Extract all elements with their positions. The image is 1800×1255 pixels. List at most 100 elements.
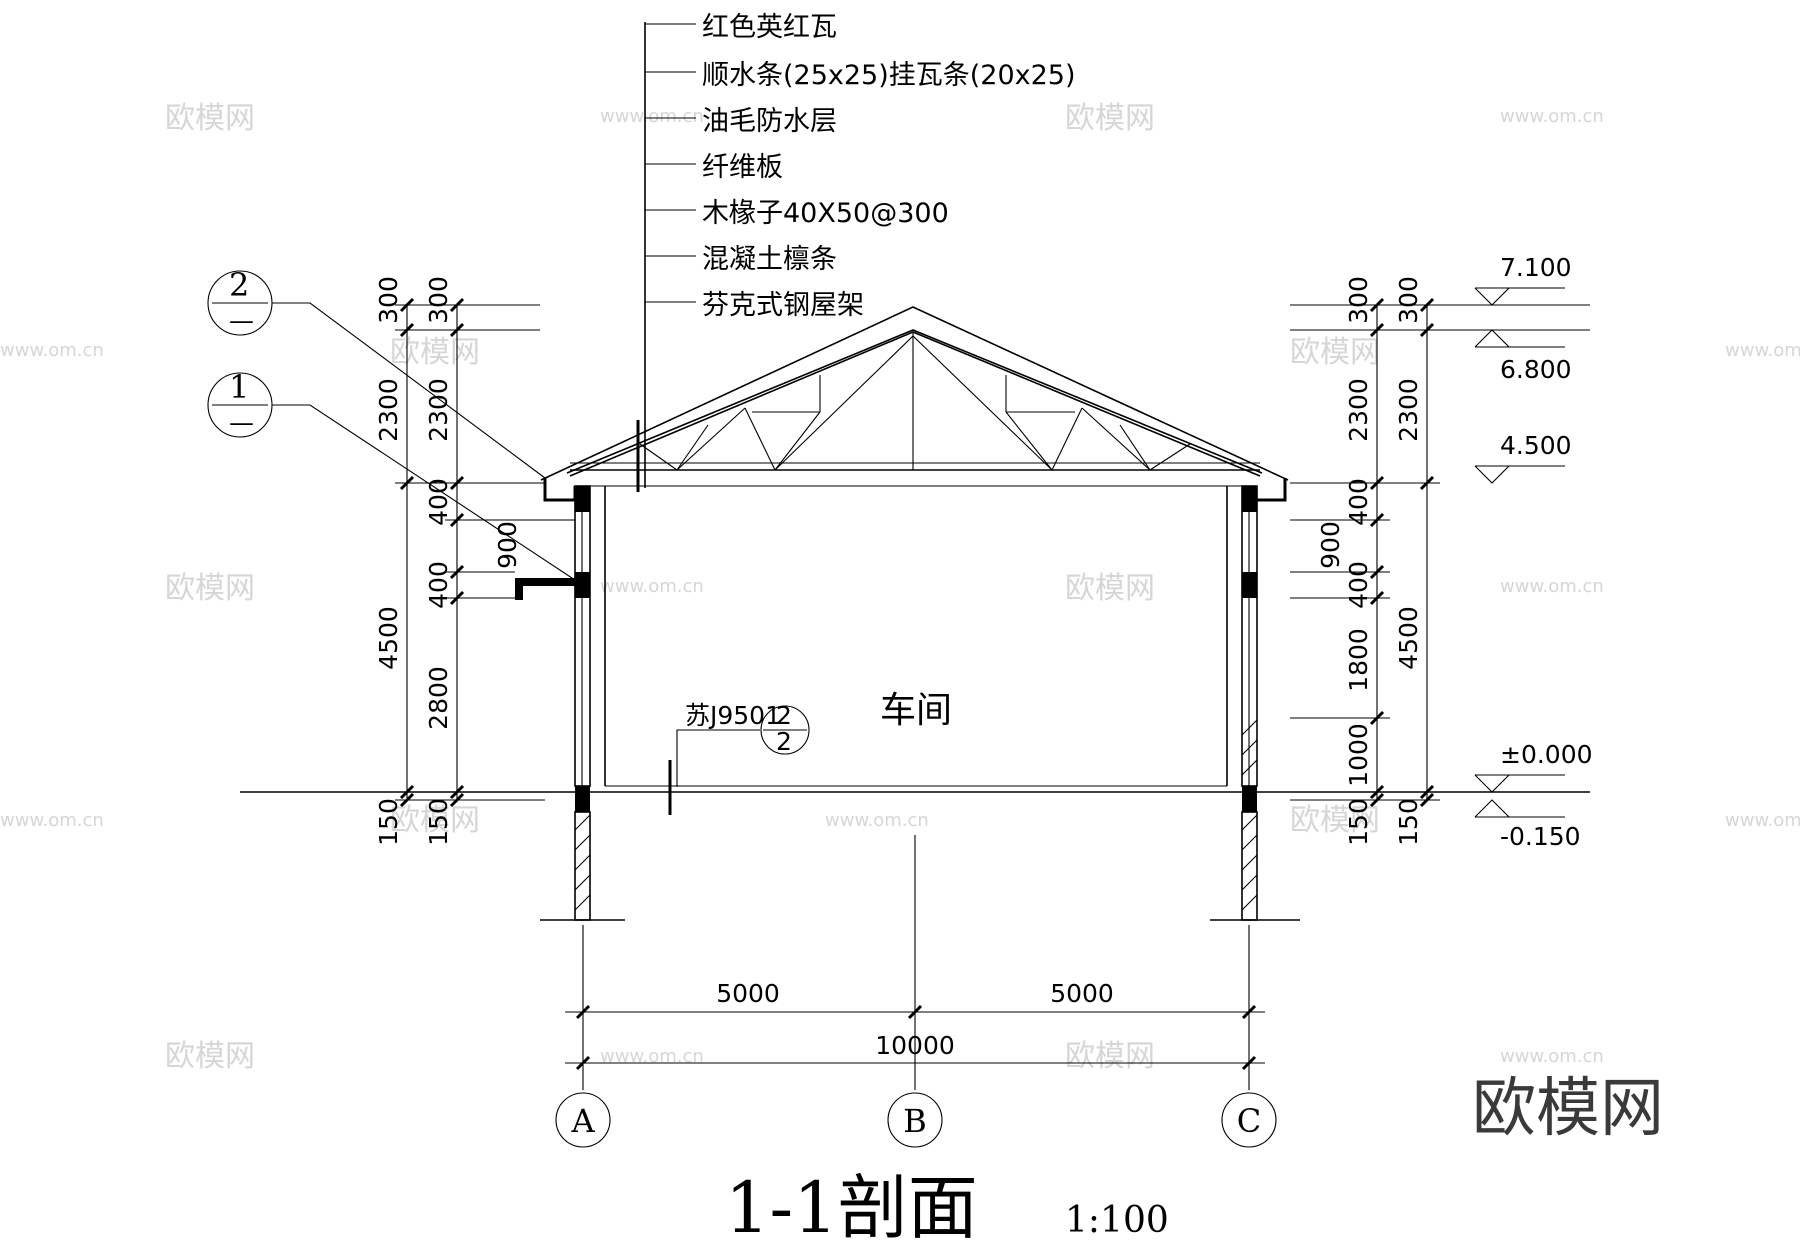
axis-label-b: B	[903, 1102, 927, 1140]
watermark-text: 欧模网	[165, 1039, 255, 1074]
dim-right-inner-8: 150	[1344, 798, 1373, 846]
roof-layer-1: 红色英红瓦	[702, 12, 837, 43]
elevation-marks: 7.100 6.800 4.500 ±0.000 -0.150	[1440, 253, 1593, 851]
axis-bubble-c	[1221, 1092, 1277, 1148]
left-ring-beam	[575, 486, 590, 512]
watermark-url: www.om.cn	[1500, 106, 1604, 127]
watermark-text: 欧模网	[390, 803, 480, 838]
axis-label-c: C	[1237, 1102, 1261, 1140]
axis-label-a: A	[570, 1102, 595, 1140]
watermark-text: 欧模网	[165, 101, 255, 136]
dim-right-inner-1: 300	[1344, 276, 1373, 324]
roof-layer-notes: 红色英红瓦 顺水条(25x25)挂瓦条(20x25) 油毛防水层 纤维板 木椽子…	[645, 12, 1076, 321]
dim-left-inner-3: 400	[424, 478, 453, 526]
site-logo: 欧模网	[1472, 1072, 1664, 1146]
watermark-url: www.om.cn	[825, 810, 929, 831]
roof-layer-5: 木椽子40X50@300	[702, 198, 949, 229]
watermark-url: www.om.cn	[1725, 340, 1800, 361]
roof-layer-4: 纤维板	[702, 152, 783, 183]
detail-ref-num: 2	[776, 701, 792, 730]
dim-right-inner-7: 1000	[1344, 723, 1373, 787]
roof-layer-2: 顺水条(25x25)挂瓦条(20x25)	[702, 60, 1076, 91]
left-dimensions: 300 2300 4500 150 300 2300 400 900 400 2…	[374, 276, 575, 846]
watermark-text: 欧模网	[165, 571, 255, 606]
dim-left-outer-2: 2300	[374, 378, 403, 442]
section-marks: 2 — 1 —	[207, 266, 576, 581]
roof-layer-6: 混凝土檩条	[702, 244, 837, 275]
dim-right-outer-4: 150	[1394, 798, 1423, 846]
watermark-url: www.om.cn	[600, 576, 704, 597]
axis-bubble-a	[555, 1092, 611, 1148]
truss-webs	[639, 332, 1191, 471]
watermark-text: 欧模网	[1290, 335, 1380, 370]
roof-inner-line	[566, 329, 1263, 474]
right-ring-beam	[1242, 486, 1257, 512]
dim-bottom-total: 10000	[875, 1031, 955, 1060]
right-dimensions: 300 2300 400 900 400 1800 1000 150 300 2…	[1290, 276, 1440, 846]
dim-right-inner-4: 900	[1316, 521, 1345, 569]
dim-right-inner-2: 2300	[1344, 378, 1373, 442]
left-ground-beam	[575, 786, 590, 812]
dim-left-outer-3: 4500	[374, 606, 403, 670]
watermark-url: www.om.cn	[600, 1046, 704, 1067]
elevation-7100: 7.100	[1500, 253, 1572, 282]
detail-ref-sheet: 2	[776, 727, 792, 756]
detail-mark-1-num: 1	[229, 368, 249, 406]
drawing-scale: 1:100	[1065, 1200, 1169, 1241]
room-label: 车间	[880, 690, 952, 731]
elevation-4500: 4.500	[1500, 431, 1572, 460]
detail-mark-2-num: 2	[229, 266, 249, 304]
dim-right-outer-3: 4500	[1394, 606, 1423, 670]
dim-bottom-2: 5000	[1050, 979, 1114, 1008]
dim-left-outer-4: 150	[374, 798, 403, 846]
truss-top-chord	[569, 331, 1261, 477]
roof-outer-line	[540, 306, 1289, 481]
elevation-0000: ±0.000	[1500, 740, 1593, 769]
watermark-text: 欧模网	[1065, 1039, 1155, 1074]
dim-left-inner-7: 150	[424, 798, 453, 846]
dim-bottom-1: 5000	[716, 979, 780, 1008]
detail-mark-2-sheet: —	[229, 306, 254, 335]
dim-left-inner-1: 300	[424, 276, 453, 324]
dim-left-inner-4: 900	[493, 521, 522, 569]
watermarks: 欧模网 欧模网 欧模网 欧模网 欧模网 欧模网 欧模网 欧模网 欧模网 欧模网 …	[0, 101, 1800, 1074]
detail-ref-code: 苏J9501	[685, 701, 781, 730]
watermark-url: www.om.cn	[1500, 1046, 1604, 1067]
detail-mark-1-sheet: —	[229, 408, 254, 437]
axis-bubble-b	[887, 1092, 943, 1148]
detail-ref-circle	[760, 705, 810, 755]
dim-right-inner-6: 1800	[1344, 628, 1373, 692]
bottom-dimensions: 5000 5000 10000	[565, 835, 1265, 1090]
right-gutter	[1253, 478, 1287, 502]
watermark-text: 欧模网	[1065, 101, 1155, 136]
dim-left-outer-1: 300	[374, 276, 403, 324]
axis-bubbles: A B C	[555, 1092, 1277, 1148]
watermark-text: 欧模网	[1065, 571, 1155, 606]
roof-layer-7: 芬克式钢屋架	[702, 290, 864, 321]
roof	[540, 22, 1289, 502]
roof-layer-3: 油毛防水层	[702, 106, 837, 137]
dim-right-outer-1: 300	[1394, 276, 1423, 324]
dim-left-inner-6: 2800	[424, 666, 453, 730]
watermark-url: www.om.cn	[1500, 576, 1604, 597]
right-lintel	[1242, 572, 1257, 598]
dim-left-inner-5: 400	[424, 561, 453, 609]
elevation-6800: 6.800	[1500, 355, 1572, 384]
elevation-minus-0150: -0.150	[1500, 822, 1581, 851]
watermark-url: www.om.cn	[0, 810, 104, 831]
dim-right-inner-3: 400	[1344, 478, 1373, 526]
right-ground-beam	[1242, 786, 1257, 812]
left-gutter	[543, 478, 577, 502]
left-lintel	[575, 572, 590, 598]
watermark-text: 欧模网	[1290, 803, 1380, 838]
left-canopy	[515, 578, 575, 586]
dim-left-inner-2: 2300	[424, 378, 453, 442]
watermark-url: www.om.cn	[0, 340, 104, 361]
watermark-url: www.om.cn	[600, 106, 704, 127]
watermark-text: 欧模网	[390, 335, 480, 370]
dim-right-outer-2: 2300	[1394, 378, 1423, 442]
floor-detail-ref: 苏J9501 2 2	[668, 701, 810, 815]
dim-right-inner-5: 400	[1344, 561, 1373, 609]
watermark-url: www.om.cn	[1725, 810, 1800, 831]
